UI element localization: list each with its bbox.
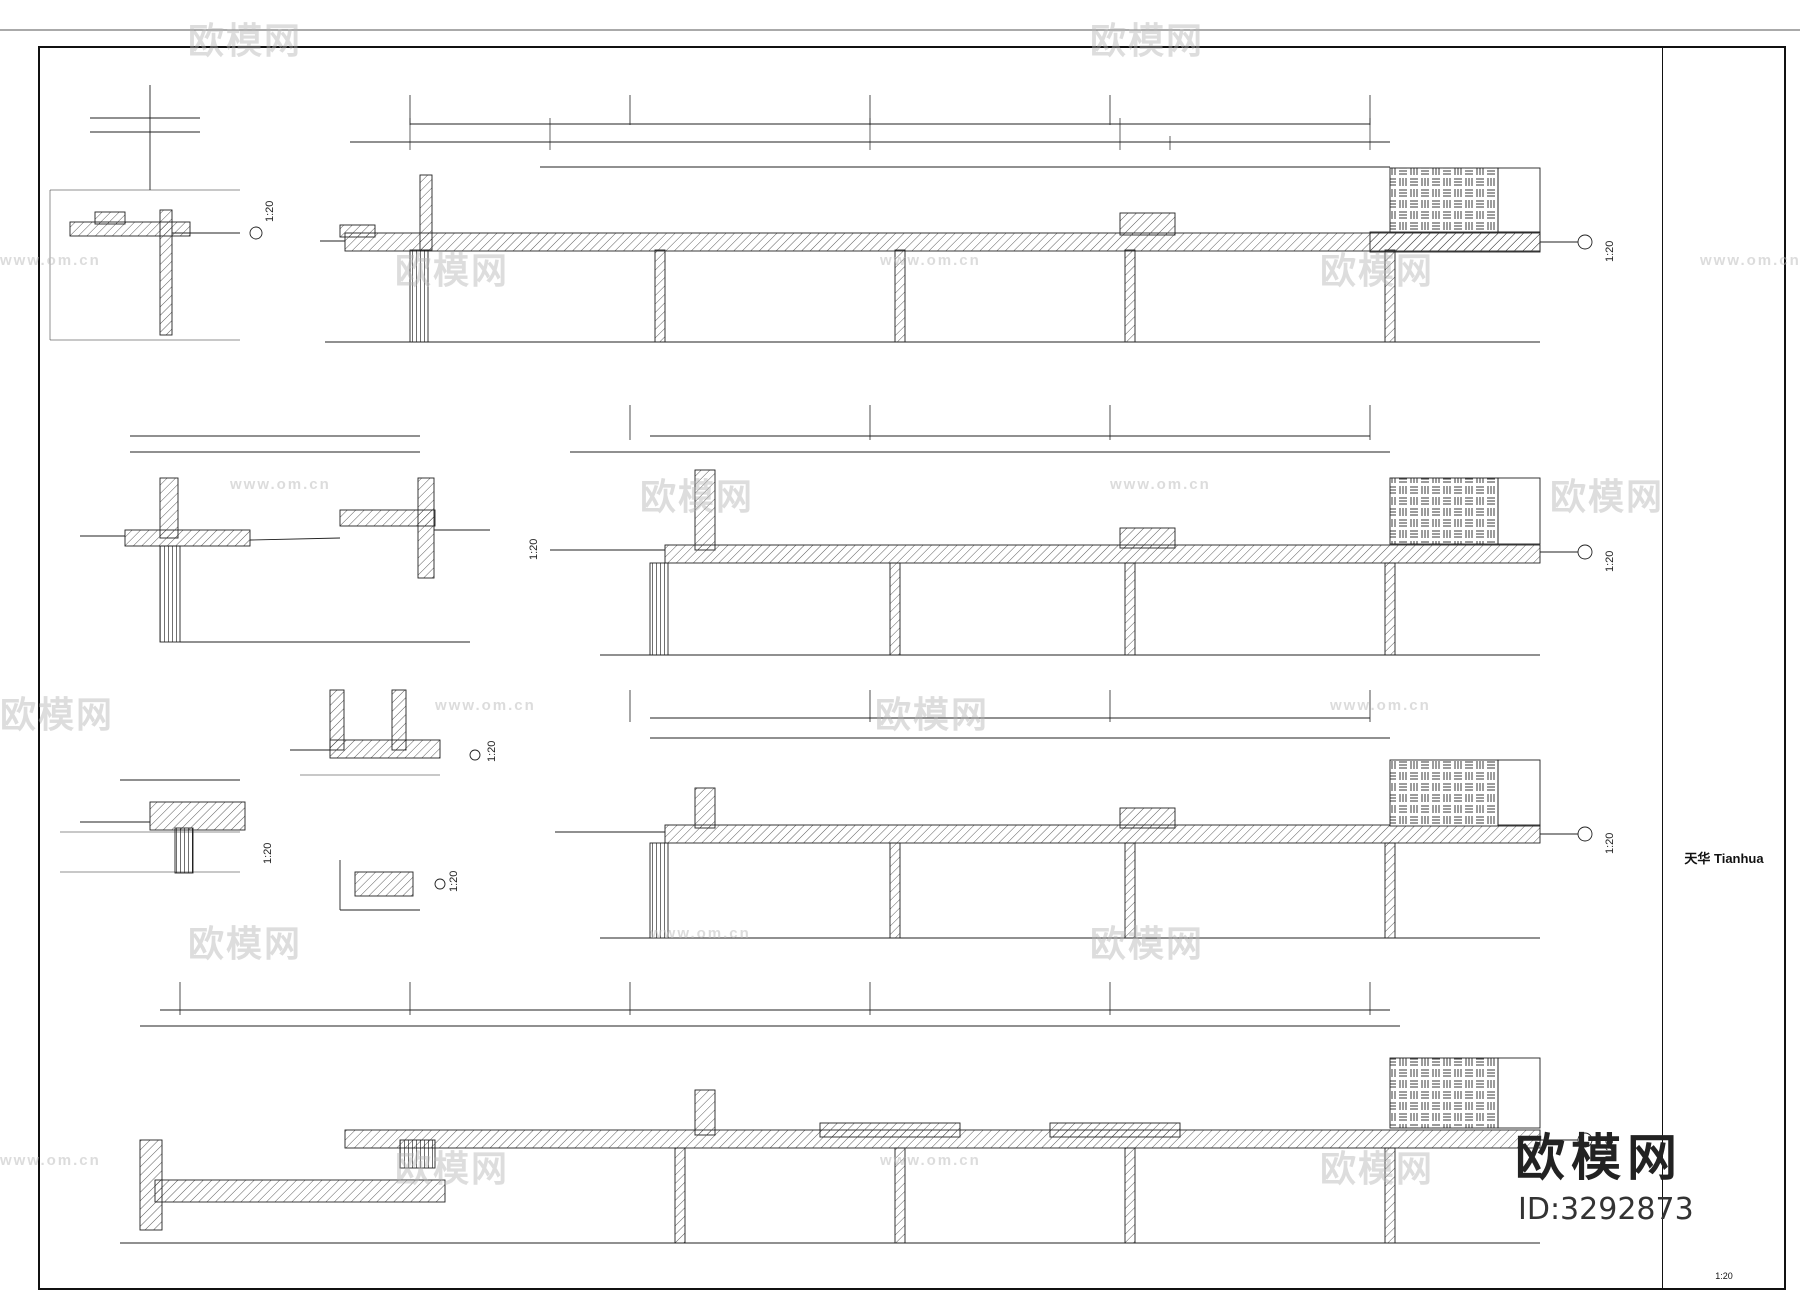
detail-bottom-left-a: [60, 779, 246, 874]
scale-label-7: 1:20: [486, 740, 498, 762]
drawing-frame: [38, 46, 1786, 1290]
brand-logo: 欧模网: [1515, 1129, 1683, 1187]
section-row-3: [555, 690, 1593, 939]
section-row-2: [550, 405, 1593, 656]
section-row-1: [320, 95, 1593, 343]
scale-label-8: 1:20: [262, 842, 274, 864]
scale-label-1: 1:20: [1604, 240, 1616, 262]
scale-label-9: 1:20: [448, 870, 460, 892]
company-logo: 天华 Tianhua: [1684, 851, 1764, 866]
scale-label-5: 1:20: [264, 200, 276, 222]
detail-bottom-left-c: [339, 860, 446, 911]
sheet-scale: 1:20: [1715, 1271, 1733, 1281]
title-block: 天华 Tianhua 1:20: [1662, 48, 1784, 1288]
brand-id-label: ID:3292873: [1518, 1192, 1694, 1227]
detail-top-left: [49, 85, 263, 341]
detail-bottom-left-b: [290, 689, 481, 776]
section-row-4: [120, 982, 1593, 1244]
scale-label-3: 1:20: [1604, 832, 1616, 854]
scale-label-2: 1:20: [1604, 550, 1616, 572]
detail-middle-left: [80, 435, 490, 643]
scale-label-6: 1:20: [528, 538, 540, 560]
